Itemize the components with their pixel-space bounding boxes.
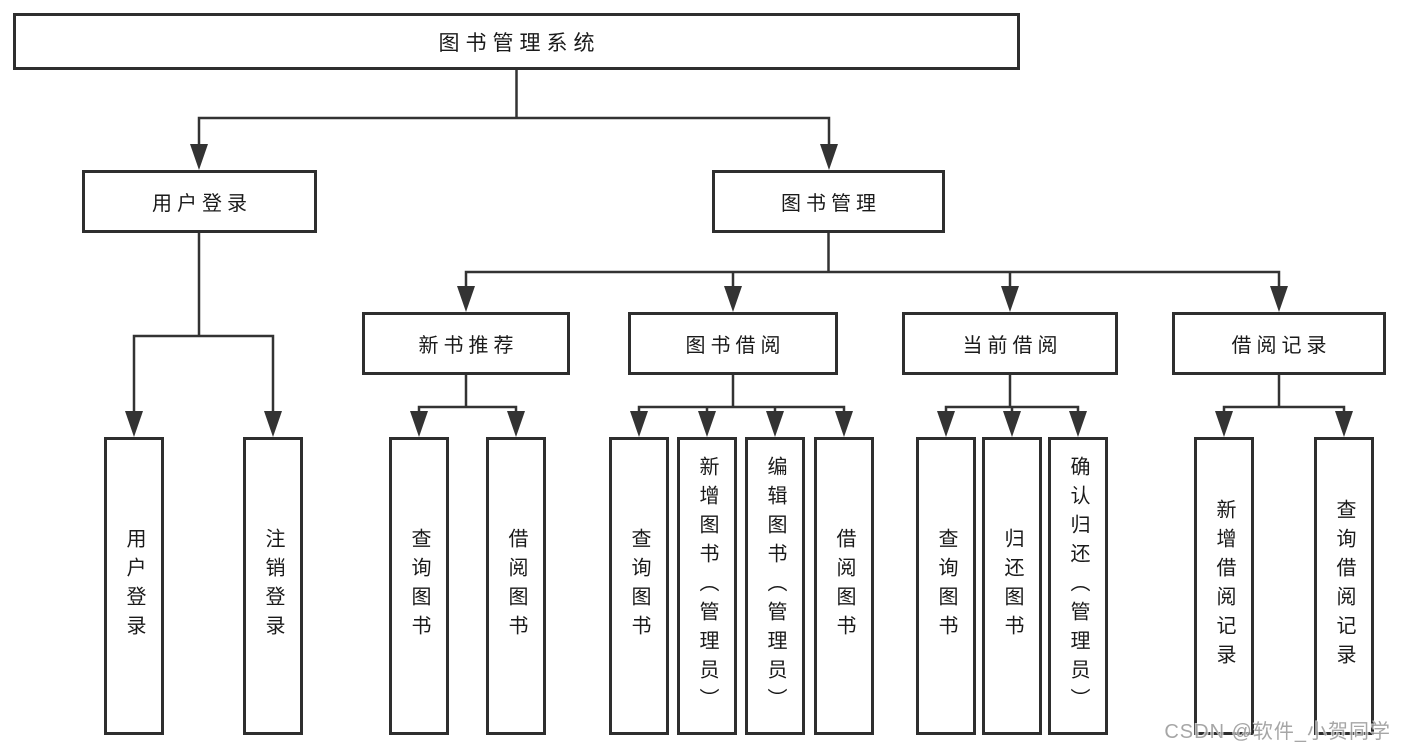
arrow-down-icon	[1069, 411, 1087, 437]
arrow-down-icon	[1270, 286, 1288, 312]
leaf-logout-login: 注销登录	[243, 437, 303, 735]
arrow-down-icon	[698, 411, 716, 437]
node-book-management: 图书管理	[712, 170, 945, 233]
arrow-down-icon	[190, 144, 208, 170]
leaf-edit-books-admin: 编辑图书（管理员）	[745, 437, 805, 735]
leaf-confirm-return-admin: 确认归还（管理员）	[1048, 437, 1108, 735]
arrow-down-icon	[1215, 411, 1233, 437]
leaf-query-books-borrowing: 查询图书	[609, 437, 669, 735]
leaf-add-books-admin: 新增图书（管理员）	[677, 437, 737, 735]
arrow-down-icon	[1335, 411, 1353, 437]
leaf-borrow-books: 借阅图书	[814, 437, 874, 735]
arrow-down-icon	[820, 144, 838, 170]
arrow-down-icon	[724, 286, 742, 312]
leaf-borrow-books-newbook: 借阅图书	[486, 437, 546, 735]
node-user-login: 用户登录	[82, 170, 317, 233]
leaf-query-books-current: 查询图书	[916, 437, 976, 735]
arrow-down-icon	[410, 411, 428, 437]
arrow-down-icon	[264, 411, 282, 437]
node-borrowing-records: 借阅记录	[1172, 312, 1386, 375]
arrow-down-icon	[630, 411, 648, 437]
arrow-down-icon	[835, 411, 853, 437]
leaf-user-login: 用户登录	[104, 437, 164, 735]
arrow-down-icon	[1003, 411, 1021, 437]
node-book-borrowing: 图书借阅	[628, 312, 838, 375]
node-new-book-recommendation: 新书推荐	[362, 312, 570, 375]
node-current-borrowing: 当前借阅	[902, 312, 1118, 375]
arrow-down-icon	[1001, 286, 1019, 312]
node-library-management-system: 图书管理系统	[13, 13, 1020, 70]
csdn-watermark: CSDN @软件_小贺同学	[1164, 721, 1391, 743]
leaf-return-books: 归还图书	[982, 437, 1042, 735]
leaf-query-books-newbook: 查询图书	[389, 437, 449, 735]
leaf-query-borrowing-record: 查询借阅记录	[1314, 437, 1374, 735]
arrow-down-icon	[457, 286, 475, 312]
arrow-down-icon	[937, 411, 955, 437]
arrow-down-icon	[507, 411, 525, 437]
arrow-down-icon	[766, 411, 784, 437]
arrow-down-icon	[125, 411, 143, 437]
leaf-add-borrowing-record: 新增借阅记录	[1194, 437, 1254, 735]
